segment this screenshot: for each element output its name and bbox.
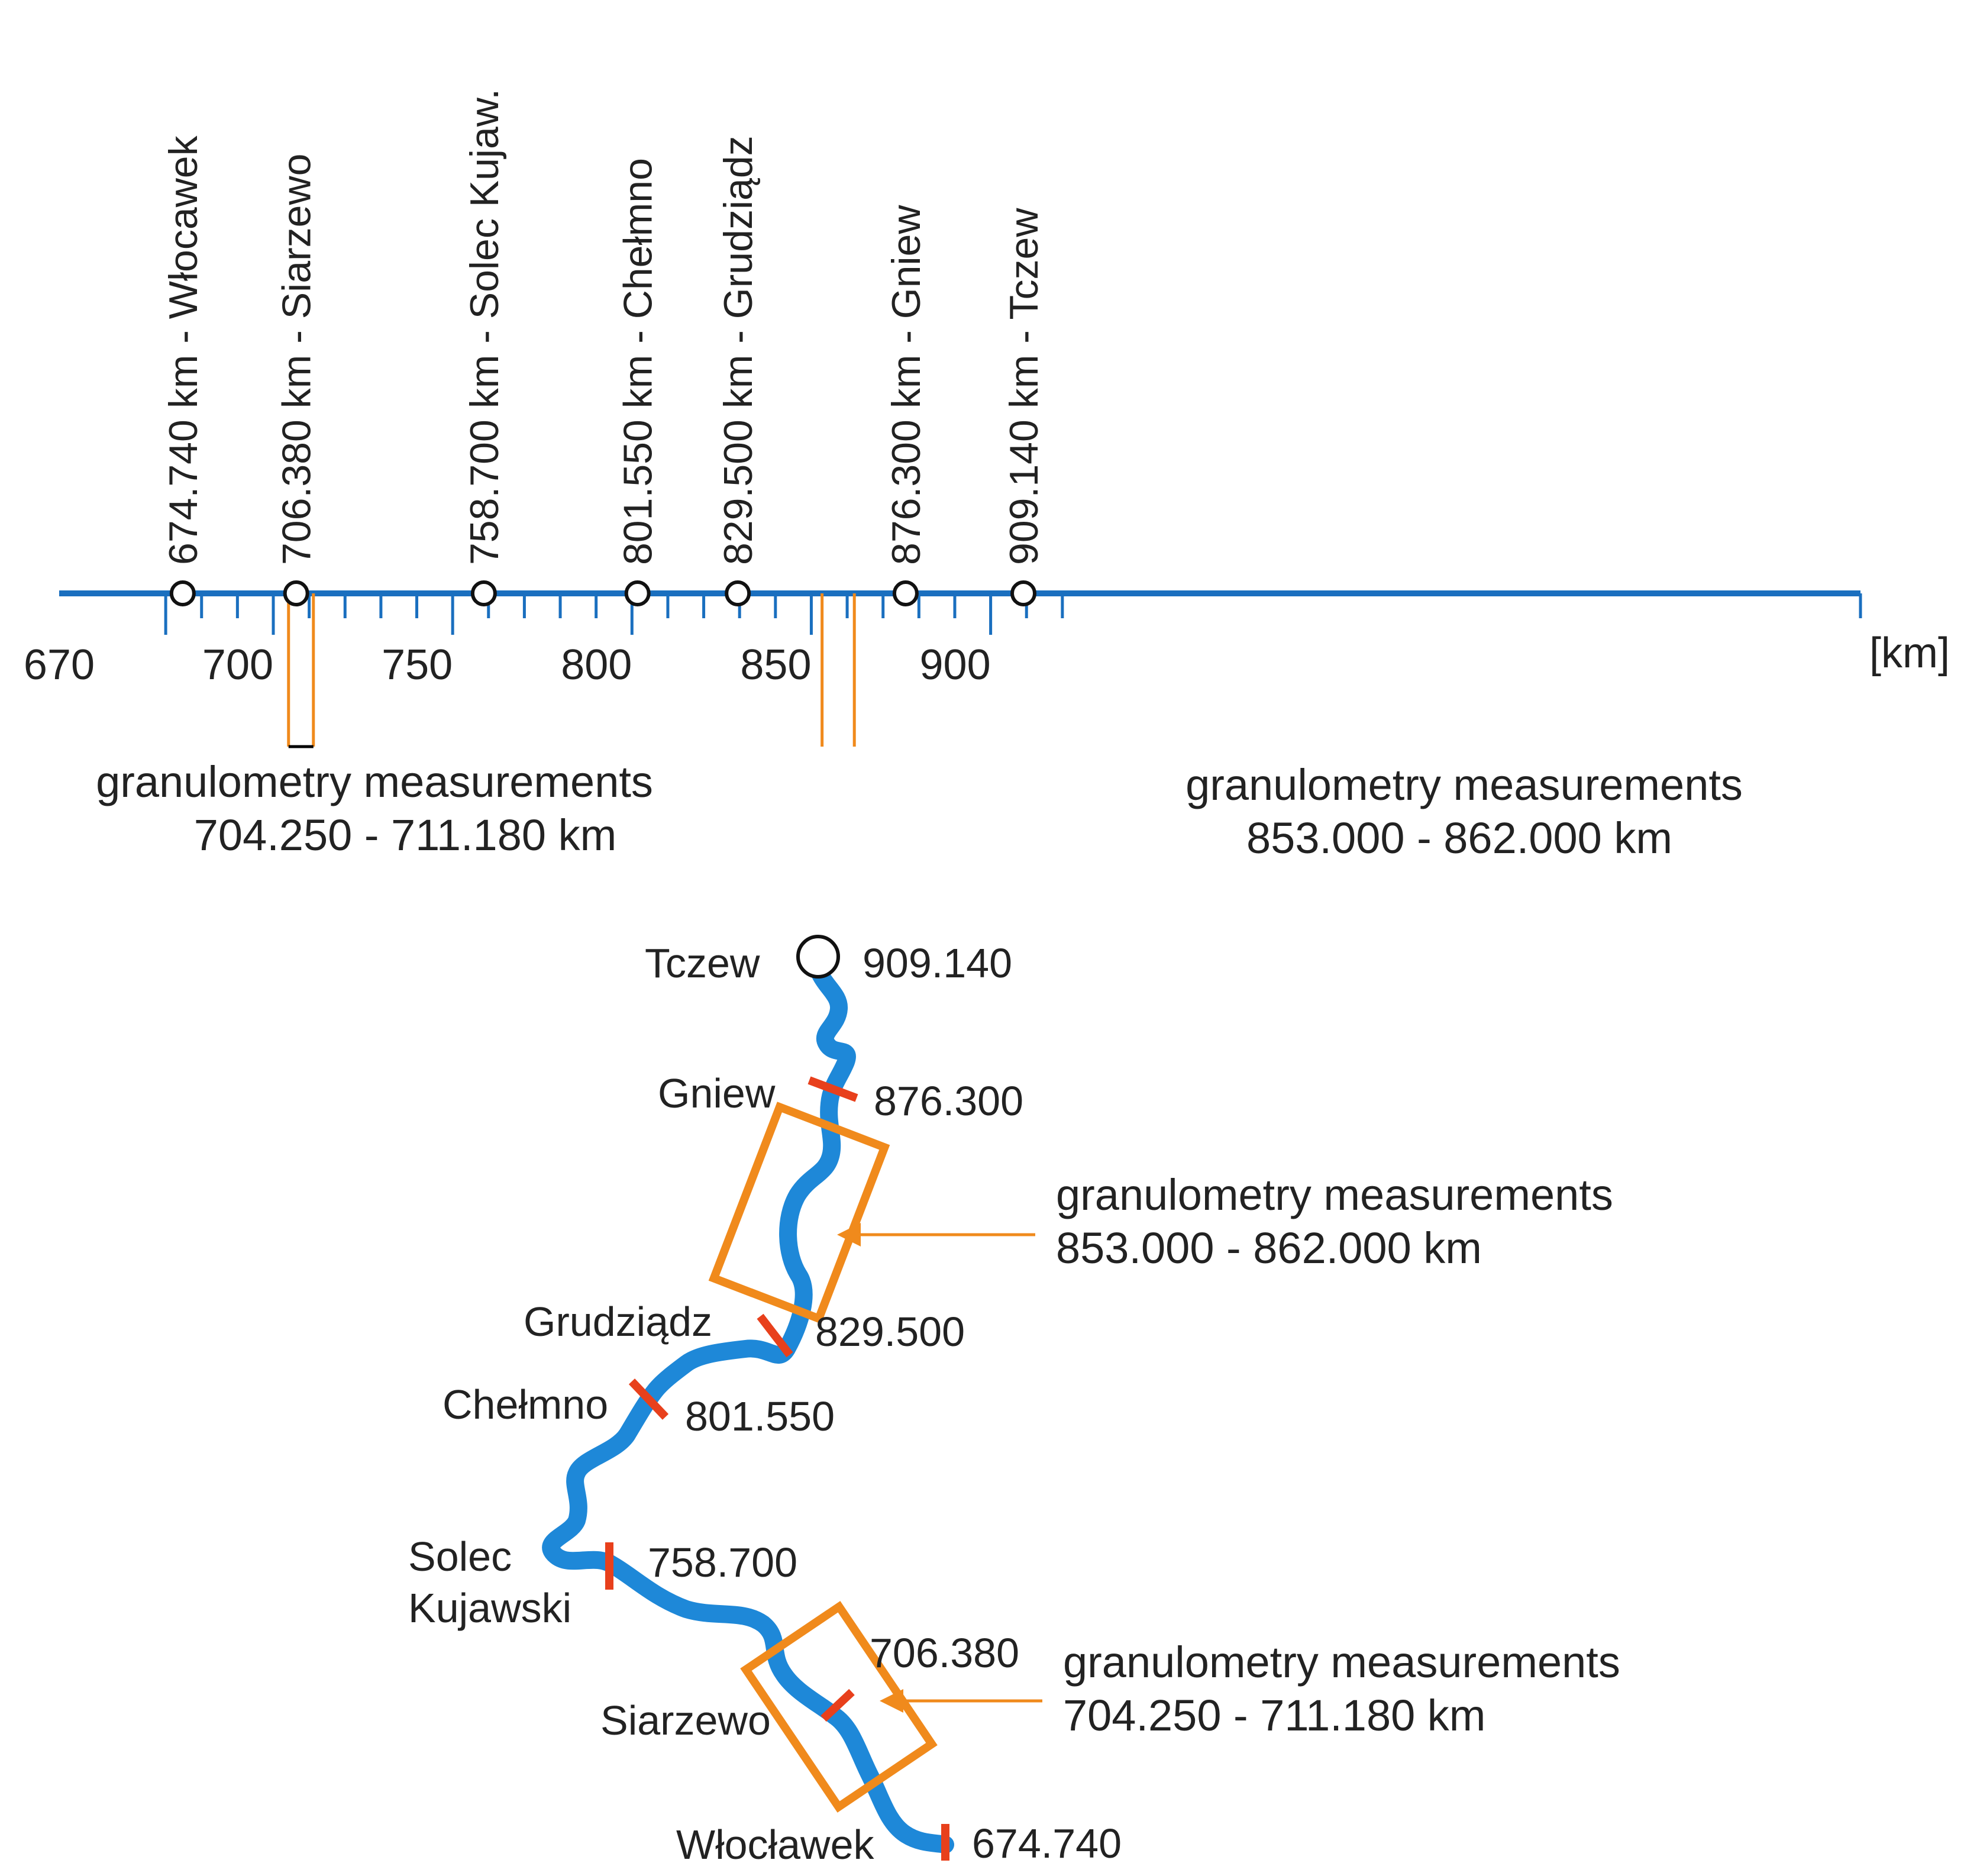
map-marker-chelmno xyxy=(628,1378,669,1420)
granulometry-1-range: 704.250 - 711.180 km xyxy=(194,811,616,860)
map-marker-grudziadz xyxy=(757,1313,793,1358)
granulometry-1-title: granulometry measurements xyxy=(96,757,653,806)
map-name-chelmno: Chełmno xyxy=(442,1381,608,1428)
station-marker-chelmno xyxy=(624,580,651,606)
station-marker-tczew xyxy=(1010,580,1037,606)
axis-stations: 674.740 km - Włocawek 706.380 km - Siarz… xyxy=(161,89,1046,606)
station-marker-grudziadz xyxy=(725,580,751,606)
map-km-markers xyxy=(605,1076,949,1861)
map-granulometry-lower-range: 704.250 - 711.180 km xyxy=(1063,1691,1485,1740)
station-marker-solec xyxy=(470,580,497,606)
map-name-gniew: Gniew xyxy=(658,1070,776,1116)
map-km-tczew: 909.140 xyxy=(863,940,1012,986)
vistula-river-path xyxy=(542,950,954,1854)
map-granulometry-upper-title: granulometry measurements xyxy=(1056,1170,1613,1219)
map-name-siarzewo: Siarzewo xyxy=(600,1697,771,1743)
map-km-wloclawek: 674.740 xyxy=(972,1820,1122,1867)
axis-tick-labels: 670 700 750 800 850 900 xyxy=(24,641,991,689)
map-name-wloclawek: Włocławek xyxy=(676,1822,875,1868)
station-marker-wloclawek xyxy=(169,580,196,606)
arrow-lower-head xyxy=(880,1689,903,1713)
map-granulometry-lower-title: granulometry measurements xyxy=(1063,1638,1620,1687)
arrow-upper-head xyxy=(837,1223,861,1247)
axis-tick-label-800: 800 xyxy=(561,641,632,689)
map-labels: Tczew 909.140 Gniew 876.300 Grudziądz 82… xyxy=(408,940,1620,1868)
map-km-solec: 758.700 xyxy=(648,1539,797,1586)
map-name-solec-line2: Kujawski xyxy=(408,1585,571,1631)
station-label-siarzewo: 706.380 km - Siarzewo xyxy=(274,154,319,565)
map-km-gniew: 876.300 xyxy=(874,1078,1023,1124)
station-marker-siarzewo xyxy=(283,580,309,606)
map-arrows xyxy=(837,1223,1042,1713)
axis-unit-label: [km] xyxy=(1869,629,1950,677)
station-marker-gniew xyxy=(892,580,919,606)
station-label-tczew: 909.140 km - Tczew xyxy=(1002,208,1046,565)
map-name-solec-line1: Solec xyxy=(408,1533,512,1580)
axis-tick-label-900: 900 xyxy=(920,641,991,689)
axis-tick-label-670: 670 xyxy=(24,641,95,689)
map-name-tczew: Tczew xyxy=(645,940,760,986)
axis-tick-label-700: 700 xyxy=(202,641,273,689)
map-km-grudziadz: 829.500 xyxy=(815,1309,965,1355)
axis-tick-label-850: 850 xyxy=(740,641,811,689)
map-km-chelmno: 801.550 xyxy=(685,1393,835,1439)
granulometry-2-range: 853.000 - 862.000 km xyxy=(1246,813,1672,863)
station-label-chelmno: 801.550 km - Chełmno xyxy=(616,158,661,565)
granulometry-axis-markers: granulometry measurements 704.250 - 711.… xyxy=(96,593,1743,863)
map-km-siarzewo: 706.380 xyxy=(870,1630,1019,1676)
station-label-wloclawek: 674.740 km - Włocawek xyxy=(161,135,206,565)
km-axis: 670 700 750 800 850 900 [km] xyxy=(24,590,1950,689)
granulometry-2-title: granulometry measurements xyxy=(1185,760,1743,809)
station-label-solec: 758.700 km - Solec Kujaw. xyxy=(462,89,507,565)
station-label-grudziadz: 829.500 km - Grudziądz xyxy=(716,135,761,565)
map-marker-gniew xyxy=(807,1076,858,1102)
station-label-gniew: 876.300 km - Gniew xyxy=(884,205,929,565)
river-map: Tczew 909.140 Gniew 876.300 Grudziądz 82… xyxy=(408,935,1620,1868)
map-granulometry-box-lower xyxy=(740,1601,938,1813)
axis-tick-label-750: 750 xyxy=(382,641,453,689)
major-ticks xyxy=(164,593,993,635)
map-granulometry-upper-range: 853.000 - 862.000 km xyxy=(1056,1223,1482,1273)
map-marker-tczew xyxy=(796,935,840,979)
map-name-grudziadz: Grudziądz xyxy=(524,1299,712,1345)
map-marker-siarzewo xyxy=(821,1688,855,1722)
